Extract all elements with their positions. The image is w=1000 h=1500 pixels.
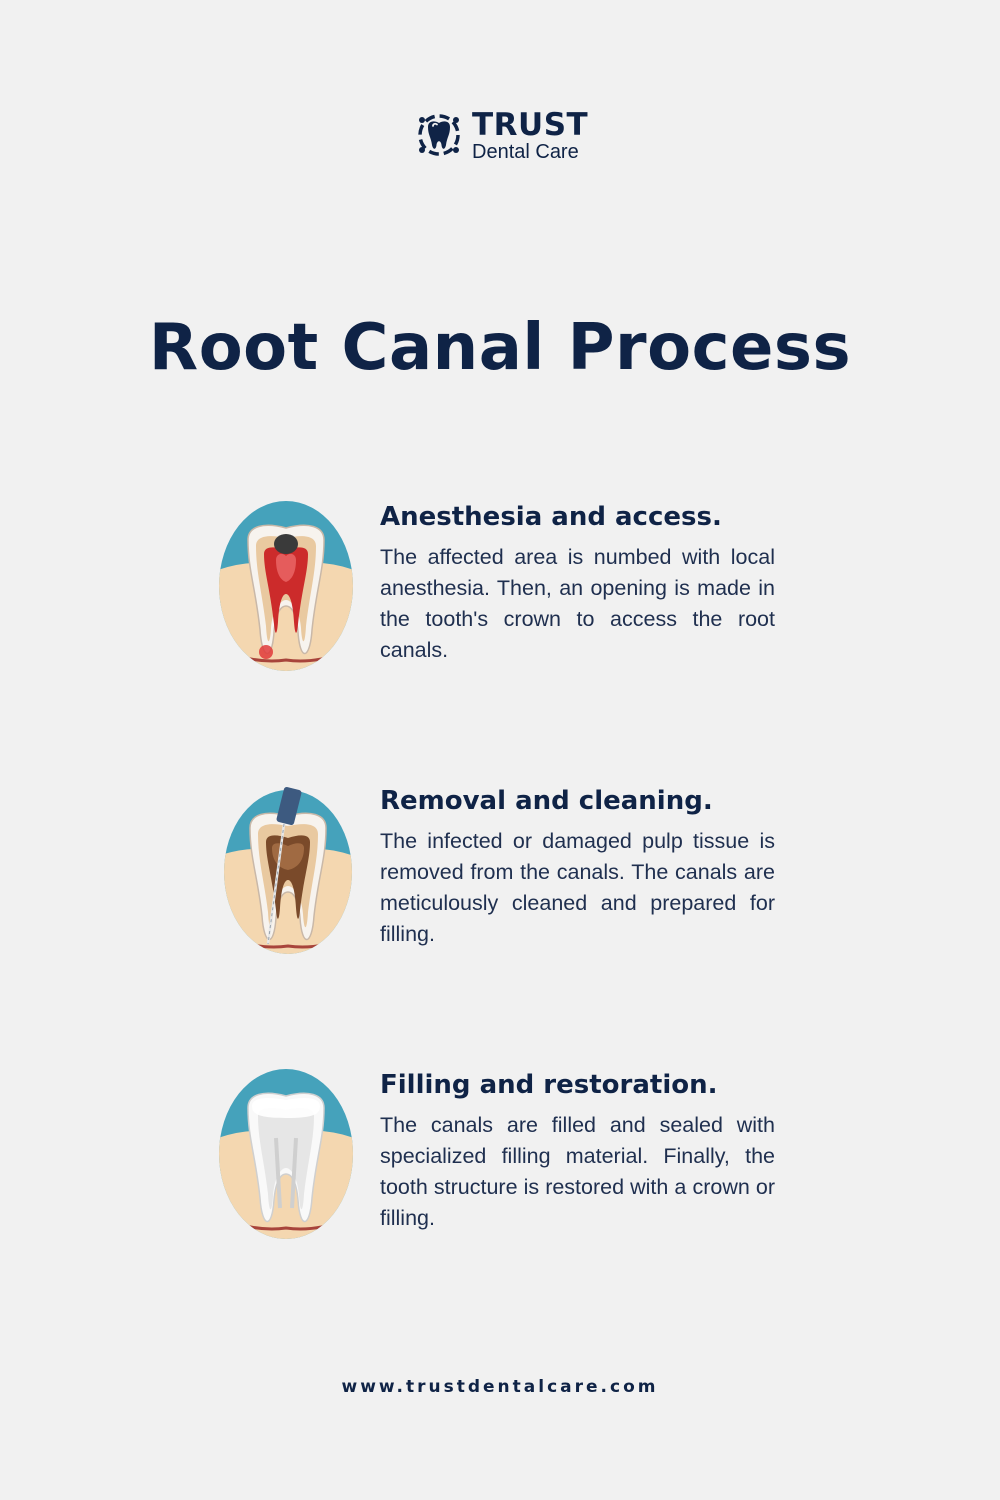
step-title: Filling and restoration. — [380, 1070, 718, 1100]
brand-tagline: Dental Care — [472, 141, 579, 163]
step-description: The canals are filled and sealed with sp… — [380, 1113, 775, 1230]
step-anesthesia-access: Anesthesia and access. The affected area… — [218, 500, 778, 675]
step-description: The infected or damaged pulp tissue is r… — [380, 829, 775, 946]
step-title: Removal and cleaning. — [380, 786, 713, 816]
tooth-cavity-icon — [219, 501, 353, 671]
brand-logo: TRUST Dental Care — [414, 108, 594, 166]
step-description: The affected area is numbed with local a… — [380, 545, 775, 662]
brand-name: TRUST — [472, 107, 589, 143]
step-removal-cleaning: Removal and cleaning. The infected or da… — [218, 784, 778, 959]
tooth-restored-icon — [219, 1069, 353, 1239]
tooth-file-cleaning-icon — [224, 786, 352, 954]
website-url[interactable]: www.trustdentalcare.com — [341, 1377, 659, 1397]
step-title: Anesthesia and access. — [380, 502, 722, 532]
tooth-logo-icon — [418, 114, 460, 156]
page-title: Root Canal Process — [148, 311, 852, 385]
step-filling-restoration: Filling and restoration. The canals are … — [218, 1068, 778, 1243]
